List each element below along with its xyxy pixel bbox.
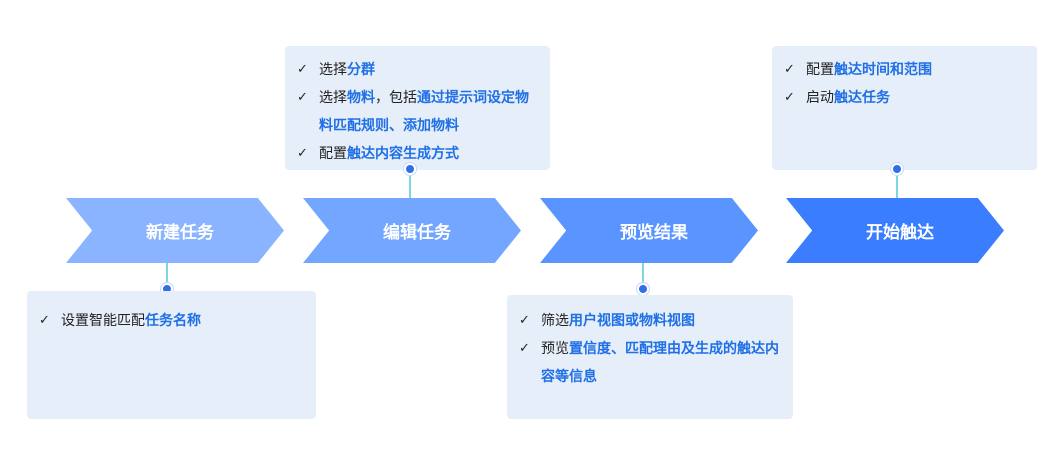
step-preview-results: 预览结果: [540, 198, 758, 263]
preview-details-box: ✓ 筛选用户视图或物料视图 ✓ 预览置信度、匹配理由及生成的触达内容等信息: [507, 295, 793, 419]
checklist-text: 预览置信度、匹配理由及生成的触达内容等信息: [541, 335, 783, 391]
checklist-text: 选择物料，包括通过提示词设定物料匹配规则、添加物料: [319, 84, 540, 140]
highlight-text: 置信度、匹配理由及生成的触达内容等信息: [541, 341, 779, 385]
checkmark-icon: ✓: [519, 341, 530, 356]
checklist-item: ✓ 选择物料，包括通过提示词设定物料匹配规则、添加物料: [297, 84, 540, 140]
highlight-text: 触达时间和范围: [834, 62, 932, 78]
checklist-text: 选择分群: [319, 56, 375, 84]
start-connector: [896, 171, 898, 198]
checkmark-icon: ✓: [39, 313, 50, 328]
checklist-text: 启动触达任务: [806, 84, 890, 112]
plain-text: ，包括: [375, 90, 417, 106]
step-start-reach: 开始触达: [786, 198, 1004, 263]
highlight-text: 触达内容生成方式: [347, 146, 459, 162]
edit-connector: [409, 171, 411, 198]
start-reach-details-box: ✓ 配置触达时间和范围 ✓ 启动触达任务: [772, 46, 1037, 170]
checkmark-icon: ✓: [297, 62, 308, 77]
plain-text: 预览: [541, 341, 569, 357]
step-label: 新建任务: [146, 223, 214, 243]
plain-text: 设置智能匹配: [61, 313, 145, 329]
highlight-text: 用户视图或物料视图: [569, 313, 695, 329]
checklist-text: 筛选用户视图或物料视图: [541, 307, 695, 335]
highlight-text: 分群: [347, 62, 375, 78]
checklist-text: 设置智能匹配任务名称: [61, 307, 201, 335]
step-label: 开始触达: [866, 223, 934, 243]
checklist-item: ✓ 配置触达时间和范围: [784, 56, 1027, 84]
plain-text: 筛选: [541, 313, 569, 329]
plain-text: 配置: [806, 62, 834, 78]
create-connector: [166, 263, 168, 288]
preview-connector: [642, 263, 644, 288]
checklist-item: ✓ 选择分群: [297, 56, 540, 84]
highlight-text: 触达任务: [834, 90, 890, 106]
plain-text: 启动: [806, 90, 834, 106]
start-dot: [891, 163, 903, 175]
checklist-item: ✓ 启动触达任务: [784, 84, 1027, 112]
highlight-text: 物料: [347, 90, 375, 106]
plain-text: 选择: [319, 62, 347, 78]
checklist-text: 配置触达时间和范围: [806, 56, 932, 84]
create-task-details-box: ✓ 设置智能匹配任务名称: [27, 291, 316, 419]
plain-text: 配置: [319, 146, 347, 162]
checklist-item: ✓ 预览置信度、匹配理由及生成的触达内容等信息: [519, 335, 783, 391]
preview-dot: [637, 283, 649, 295]
checkmark-icon: ✓: [784, 62, 795, 77]
checkmark-icon: ✓: [784, 90, 795, 105]
checklist-item: ✓ 筛选用户视图或物料视图: [519, 307, 783, 335]
checkmark-icon: ✓: [297, 90, 308, 105]
step-label: 编辑任务: [383, 223, 451, 243]
checkmark-icon: ✓: [519, 313, 530, 328]
step-label: 预览结果: [620, 223, 688, 243]
plain-text: 选择: [319, 90, 347, 106]
edit-task-details-box: ✓ 选择分群 ✓ 选择物料，包括通过提示词设定物料匹配规则、添加物料 ✓ 配置触达内容生成…: [285, 46, 550, 170]
checkmark-icon: ✓: [297, 146, 308, 161]
step-edit-task: 编辑任务: [303, 198, 521, 263]
edit-dot: [404, 163, 416, 175]
checklist-text: 配置触达内容生成方式: [319, 140, 459, 168]
step-create-task: 新建任务: [66, 198, 284, 263]
highlight-text: 通过提示词设定物料匹配规则、添加物料: [319, 90, 529, 134]
highlight-text: 任务名称: [145, 313, 201, 329]
checklist-item: ✓ 配置触达内容生成方式: [297, 140, 540, 168]
checklist-item: ✓ 设置智能匹配任务名称: [39, 307, 306, 335]
